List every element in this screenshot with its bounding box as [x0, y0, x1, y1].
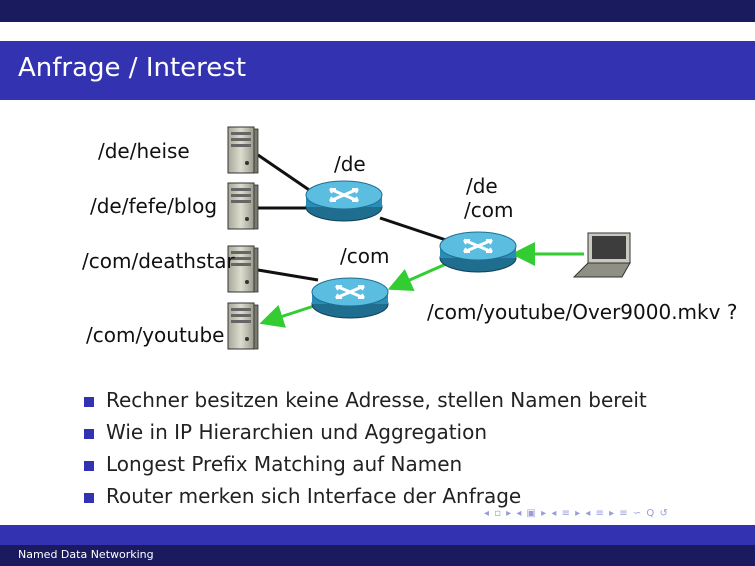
request-arrow-com-youtube [259, 304, 315, 328]
bullet-square-icon [84, 461, 94, 471]
footer-band [0, 525, 755, 545]
link-heise-router-de [257, 153, 319, 198]
server-label-fefe: /de/fefe/blog [90, 194, 217, 218]
slide-title: Anfrage / Interest [18, 53, 247, 83]
bullet-item: Rechner besitzen keine Adresse, stellen … [84, 386, 647, 418]
link-router-de-core [379, 216, 447, 242]
router-icon [310, 276, 390, 320]
router-icon [304, 179, 384, 223]
router-label-core-de: /de [466, 174, 498, 198]
server-icon [227, 182, 259, 230]
title-bar: Anfrage / Interest [0, 41, 755, 100]
server-icon [227, 302, 259, 350]
request-arrow-core-com [387, 262, 447, 291]
bullet-square-icon [84, 397, 94, 407]
router-label-com: /com [340, 244, 389, 268]
beamer-navigation-icons[interactable]: ◂ ▫ ▸ ◂ ▣ ▸ ◂ ≡ ▸ ◂ ≡ ▸ ≡ ∽ Q ↺ [484, 508, 669, 519]
server-label-deathstar: /com/deathstar [82, 249, 235, 273]
server-icon [227, 126, 259, 174]
network-diagram: /de/heise /de/fefe/blog /com/deathstar /… [82, 126, 737, 350]
link-deathstar-router-com [257, 268, 319, 282]
router-label-core-com: /com [464, 198, 513, 222]
bullet-square-icon [84, 429, 94, 439]
router-label-de: /de [334, 152, 366, 176]
bullet-list: Rechner besitzen keine Adresse, stellen … [84, 386, 647, 514]
top-bar [0, 0, 755, 22]
server-label-heise: /de/heise [98, 139, 190, 163]
footer-text: Named Data Networking [18, 548, 154, 561]
bullet-item: Wie in IP Hierarchien und Aggregation [84, 418, 647, 450]
bullet-item: Longest Prefix Matching auf Namen [84, 450, 647, 482]
footer-bar: Named Data Networking [0, 545, 755, 566]
router-icon [438, 230, 518, 274]
request-label: /com/youtube/Over9000.mkv ? [427, 300, 737, 324]
bullet-square-icon [84, 493, 94, 503]
server-label-youtube: /com/youtube [86, 323, 224, 347]
bullet-item: Router merken sich Interface der Anfrage [84, 482, 647, 514]
